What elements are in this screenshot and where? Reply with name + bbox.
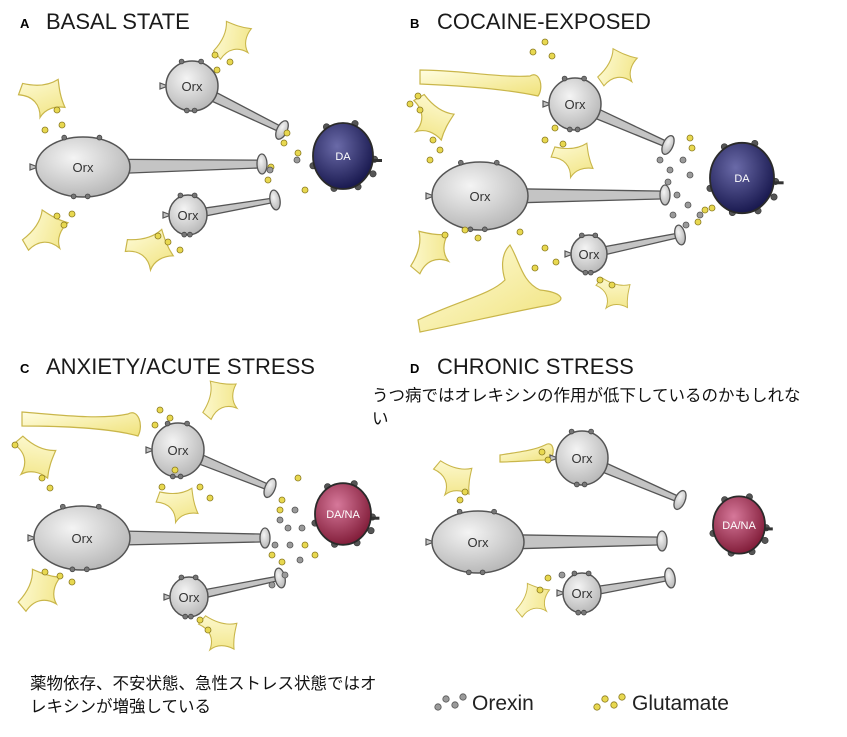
glut-terminal [212,20,253,61]
orexin-neuron-upper [145,420,277,499]
orexin-neuron-upper [549,428,687,511]
orexin-dots [268,506,306,589]
glut-terminal [550,142,594,180]
glut-terminal [17,568,62,613]
dopamine-neuron [706,139,784,217]
glut-terminal [124,228,175,273]
enhanced-orexin-note: 薬物依存、不安状態、急性ストレス状態ではオレキシンが増強している [30,674,377,716]
glut-terminal [202,380,239,421]
glutamate-dots [11,406,319,634]
orexin-dots [558,571,566,579]
orexin-neuron-large [425,508,668,576]
target-neurons [309,120,784,557]
panel-b-title: COCAINE-EXPOSED [437,9,651,34]
glut-terminal-long [419,69,542,97]
orx-label: Orx [468,535,489,550]
da-na-label: DA/NA [722,520,756,532]
panel-d-letter: D [410,361,419,376]
orx-label: Orx [470,189,491,204]
orx-label: Orx [72,531,93,546]
glutamate-dots [456,448,552,594]
da-na-neuron [311,480,380,548]
orx-label: Orx [178,208,199,223]
orexin-neuron-lower [163,567,286,620]
orexin-neuron-large [27,503,271,573]
orexin-dots [266,156,301,174]
glutamate-terminals [12,20,639,652]
glut-terminal-long [499,443,554,463]
da-na-label: DA/NA [326,509,360,521]
glut-terminal [12,435,57,480]
glut-terminal-long [417,244,562,333]
orx-label: Orx [179,590,200,605]
glut-terminal [597,47,639,87]
orexin-neuron-upper [159,58,289,140]
glutamate-legend-label: Glutamate [632,692,729,715]
orx-label: Orx [182,79,203,94]
panel-b-letter: B [410,16,419,31]
orexin-dots [656,156,704,229]
panel-a-title: BASAL STATE [46,9,190,34]
orexin-legend-label: Orexin [472,692,534,715]
glut-terminal [515,582,551,618]
dopamine-neuron [309,120,382,192]
glut-terminal [595,277,631,310]
panel-c-letter: C [20,361,30,376]
orexin-neuron-large [29,134,268,200]
glutamate-dots [406,38,716,289]
panel-d-title: CHRONIC STRESS [437,354,634,379]
panel-a-letter: A [20,16,30,31]
orx-label: Orx [572,451,593,466]
glutamate-legend-icon [593,693,626,711]
glut-terminal [17,78,67,120]
orexin-neuron-lower [556,567,676,616]
orexin-neuron-lower [564,224,686,276]
orx-label: Orx [168,443,189,458]
orexin-neurons [27,58,687,620]
chronic-stress-note: うつ病ではオレキシンの作用が低下しているのかもしれない [372,386,801,428]
glut-terminal [21,208,70,252]
orexin-neuron-upper [542,75,675,156]
transmitter-dots [11,38,716,634]
glut-terminal [155,487,199,525]
glut-terminal [197,615,238,652]
orx-label: Orx [565,97,586,112]
legend: Orexin Glutamate [434,692,729,715]
cell-labels: OrxOrxOrxDAOrxOrxOrxDAOrxOrxOrxDA/NAOrxO… [72,79,757,605]
da-na-neuron [709,493,773,557]
da-label: DA [335,151,351,163]
orx-label: Orx [73,160,94,175]
glut-terminal [412,93,456,142]
da-label: DA [734,173,750,185]
orexin-legend-icon [434,693,467,711]
glut-terminal [432,460,473,497]
glut-terminal [409,230,451,275]
orx-label: Orx [579,247,600,262]
orexin-neuron-large [425,159,671,233]
panel-c-title: ANXIETY/ACUTE STRESS [46,354,315,379]
glut-terminal-long [21,411,141,437]
orexin-neuron-lower [162,189,281,238]
orx-label: Orx [572,586,593,601]
